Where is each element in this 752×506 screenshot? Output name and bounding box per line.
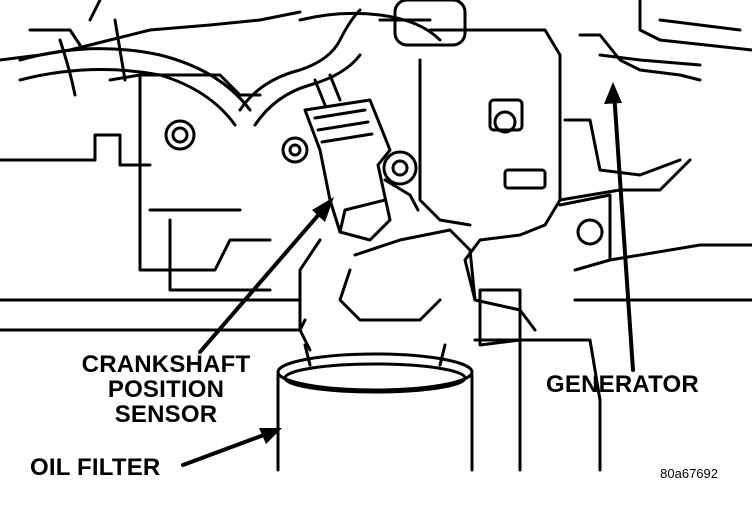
wiring-harness xyxy=(18,0,467,127)
generator-label: GENERATOR xyxy=(546,371,699,398)
crankshaft-label-line1: CRANKSHAFT xyxy=(81,351,251,378)
crankshaft-arrowhead-icon xyxy=(312,197,334,222)
crankshaft-leader-line xyxy=(198,203,329,354)
generator-mount xyxy=(473,0,752,472)
generator-leader-line xyxy=(612,90,635,372)
crankshaft-sensor-drawing xyxy=(303,98,420,242)
leader-lines xyxy=(181,90,635,467)
generator-arrowhead-icon xyxy=(604,82,622,104)
oil-filter-arrowhead-icon xyxy=(259,428,282,444)
crankshaft-sensor-label: CRANKSHAFT POSITION SENSOR xyxy=(54,352,278,427)
oil-filter-drawing xyxy=(276,343,474,472)
crankshaft-label-line2: POSITION xyxy=(107,376,225,403)
crankshaft-label-line3: SENSOR xyxy=(114,401,218,428)
figure-id: 80a67692 xyxy=(660,466,718,481)
oil-filter-label: OIL FILTER xyxy=(30,454,161,481)
oil-filter-leader-line xyxy=(181,430,274,467)
